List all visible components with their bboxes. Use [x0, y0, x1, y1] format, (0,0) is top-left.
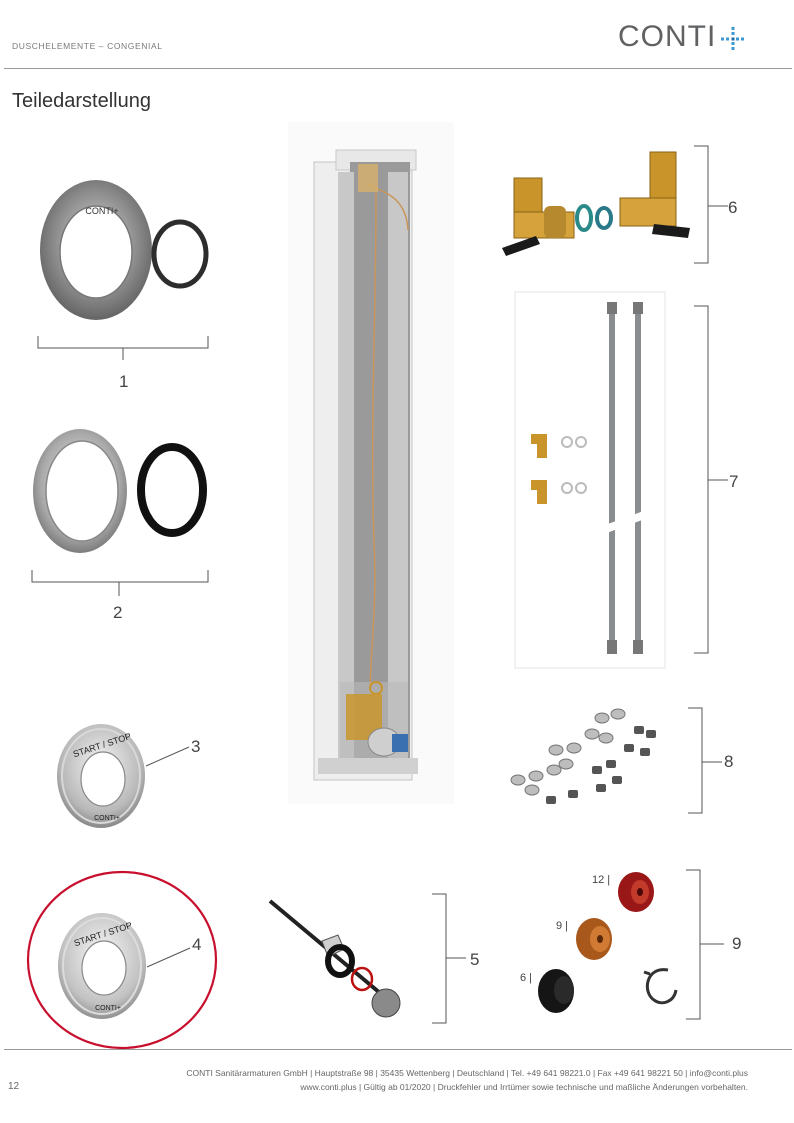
- part-4-leader-line: [146, 947, 191, 968]
- part-8-number: 8: [724, 752, 734, 771]
- part-5-number: 5: [470, 950, 480, 969]
- logo-text: CONTI: [618, 20, 717, 53]
- part-4-button-image: START / STOP CONTI+: [58, 913, 146, 1019]
- part-1-number: 1: [119, 372, 129, 391]
- disc-12-label: 12 |: [592, 874, 611, 886]
- footer-divider: [4, 1049, 792, 1050]
- footer-validity-note: www.conti.plus | Gültig ab 01/2020 | Dru…: [300, 1082, 748, 1092]
- part-2-number: 2: [113, 603, 123, 622]
- part-1-bracket: [37, 336, 209, 360]
- footer-company-info: CONTI Sanitärarmaturen GmbH | Hauptstraß…: [186, 1068, 748, 1078]
- shower-panel-image: [288, 122, 454, 804]
- page-number: 12: [8, 1081, 20, 1092]
- part-2-rosette-image: [33, 429, 127, 553]
- part-2-bracket: [31, 570, 209, 596]
- part-4-highlight-circle: [26, 870, 218, 1050]
- part-8-screws-image: [510, 708, 656, 804]
- part-5-spindle-image: [268, 899, 401, 1018]
- part-4-brand: CONTI+: [95, 1005, 121, 1012]
- part-3-brand: CONTI+: [94, 815, 120, 822]
- part-6-valves-image: [502, 151, 690, 256]
- header-divider: [4, 68, 792, 69]
- part-7-hoses-image: [514, 291, 666, 669]
- part-5-bracket: [432, 893, 466, 1024]
- part-9-number: 9: [732, 934, 742, 953]
- part-3-leader-line: [145, 746, 190, 767]
- part-1-seal-ring-image: [151, 219, 209, 289]
- disc-12-red-icon: [618, 872, 654, 912]
- part-2-seal-ring-image: [137, 443, 207, 537]
- part-3-button-image: START / STOP CONTI+: [57, 724, 145, 828]
- disc-9-label: 9 |: [556, 920, 569, 932]
- part-3-number: 3: [191, 737, 201, 756]
- circlip-icon: [643, 968, 678, 1005]
- part-8-bracket: [688, 707, 722, 814]
- conti-logo: CONTI: [618, 20, 758, 56]
- part-9-bracket: [686, 869, 724, 1020]
- page-title: Teiledarstellung: [12, 90, 151, 112]
- part-7-number: 7: [729, 472, 739, 491]
- header-section-label: DUSCHELEMENTE – CONGENIAL: [12, 41, 163, 51]
- part-6-bracket: [694, 145, 728, 264]
- part-4-number: 4: [192, 935, 202, 954]
- disc-6-black-icon: [538, 969, 574, 1013]
- disc-9-orange-icon: [576, 918, 612, 960]
- disc-6-label: 6 |: [520, 972, 533, 984]
- part-6-number: 6: [728, 198, 738, 217]
- part-1-brand: CONTI+: [85, 206, 118, 216]
- conti-plus-logo-icon: [721, 27, 744, 50]
- part-1-rosette-image: CONTI+: [40, 180, 152, 320]
- part-7-bracket: [694, 305, 728, 654]
